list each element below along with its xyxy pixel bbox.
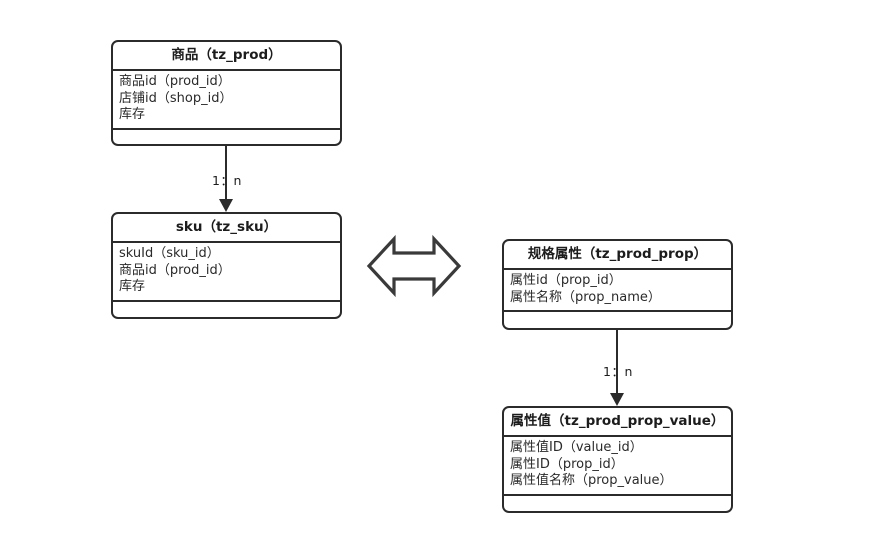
attribute-row: 店铺id（shop_id）: [119, 90, 233, 106]
attribute-row: skuId（sku_id）: [119, 246, 220, 261]
entity-title-tz-prod-prop-value: 属性值（tz_prod_prop_value）: [504, 408, 731, 437]
attribute-row: 库存: [119, 279, 146, 294]
entity-attributes-tz-sku: skuId（sku_id） 商品id（prod_id） 库存: [113, 243, 340, 302]
entity-title-tz-sku: sku（tz_sku）: [113, 214, 340, 243]
entity-box-tz-prod[interactable]: 商品（tz_prod） 商品id（prod_id） 店铺id（shop_id） …: [111, 40, 342, 146]
attribute-row: 属性值名称（prop_value）: [510, 473, 673, 488]
connector-prop-to-prop-value: 1：n: [603, 330, 632, 406]
attribute-row: 商品id（prod_id）: [119, 262, 231, 278]
relationship-label-prop-value: 1：n: [603, 364, 633, 379]
entity-attributes-tz-prod-prop-value: 属性值ID（value_id） 属性ID（prop_id） 属性值名称（prop…: [504, 437, 731, 496]
connector-line: [225, 146, 227, 199]
attribute-row: 属性值ID（value_id）: [510, 440, 643, 455]
entity-methods-tz-sku: [113, 302, 340, 318]
arrowhead-down-icon: [610, 393, 624, 406]
entity-box-tz-prod-prop[interactable]: 规格属性（tz_prod_prop） 属性id（prop_id） 属性名称（pr…: [502, 239, 733, 330]
attribute-row: 属性id（prop_id）: [510, 273, 622, 288]
entity-attributes-tz-prod: 商品id（prod_id） 店铺id（shop_id） 库存: [113, 71, 340, 130]
arrowhead-down-icon: [219, 199, 233, 212]
entity-methods-tz-prod: [113, 130, 340, 145]
entity-title-tz-prod-prop: 规格属性（tz_prod_prop）: [504, 241, 731, 270]
attribute-row: 属性ID（prop_id）: [510, 456, 624, 472]
entity-box-tz-prod-prop-value[interactable]: 属性值（tz_prod_prop_value） 属性值ID（value_id） …: [502, 406, 733, 513]
connector-prod-to-sku: 1：n: [212, 146, 241, 212]
attribute-row: 属性名称（prop_name）: [510, 289, 661, 305]
bidirectional-arrow-icon: [366, 234, 462, 298]
attribute-row: 商品id（prod_id）: [119, 74, 231, 89]
entity-box-tz-sku[interactable]: sku（tz_sku） skuId（sku_id） 商品id（prod_id） …: [111, 212, 342, 319]
attribute-row: 库存: [119, 107, 146, 122]
relationship-label-prod-sku: 1：n: [212, 173, 242, 188]
entity-title-tz-prod: 商品（tz_prod）: [113, 42, 340, 71]
entity-methods-tz-prod-prop-value: [504, 496, 731, 512]
entity-methods-tz-prod-prop: [504, 312, 731, 328]
connector-line: [616, 330, 618, 393]
entity-attributes-tz-prod-prop: 属性id（prop_id） 属性名称（prop_name）: [504, 270, 731, 312]
